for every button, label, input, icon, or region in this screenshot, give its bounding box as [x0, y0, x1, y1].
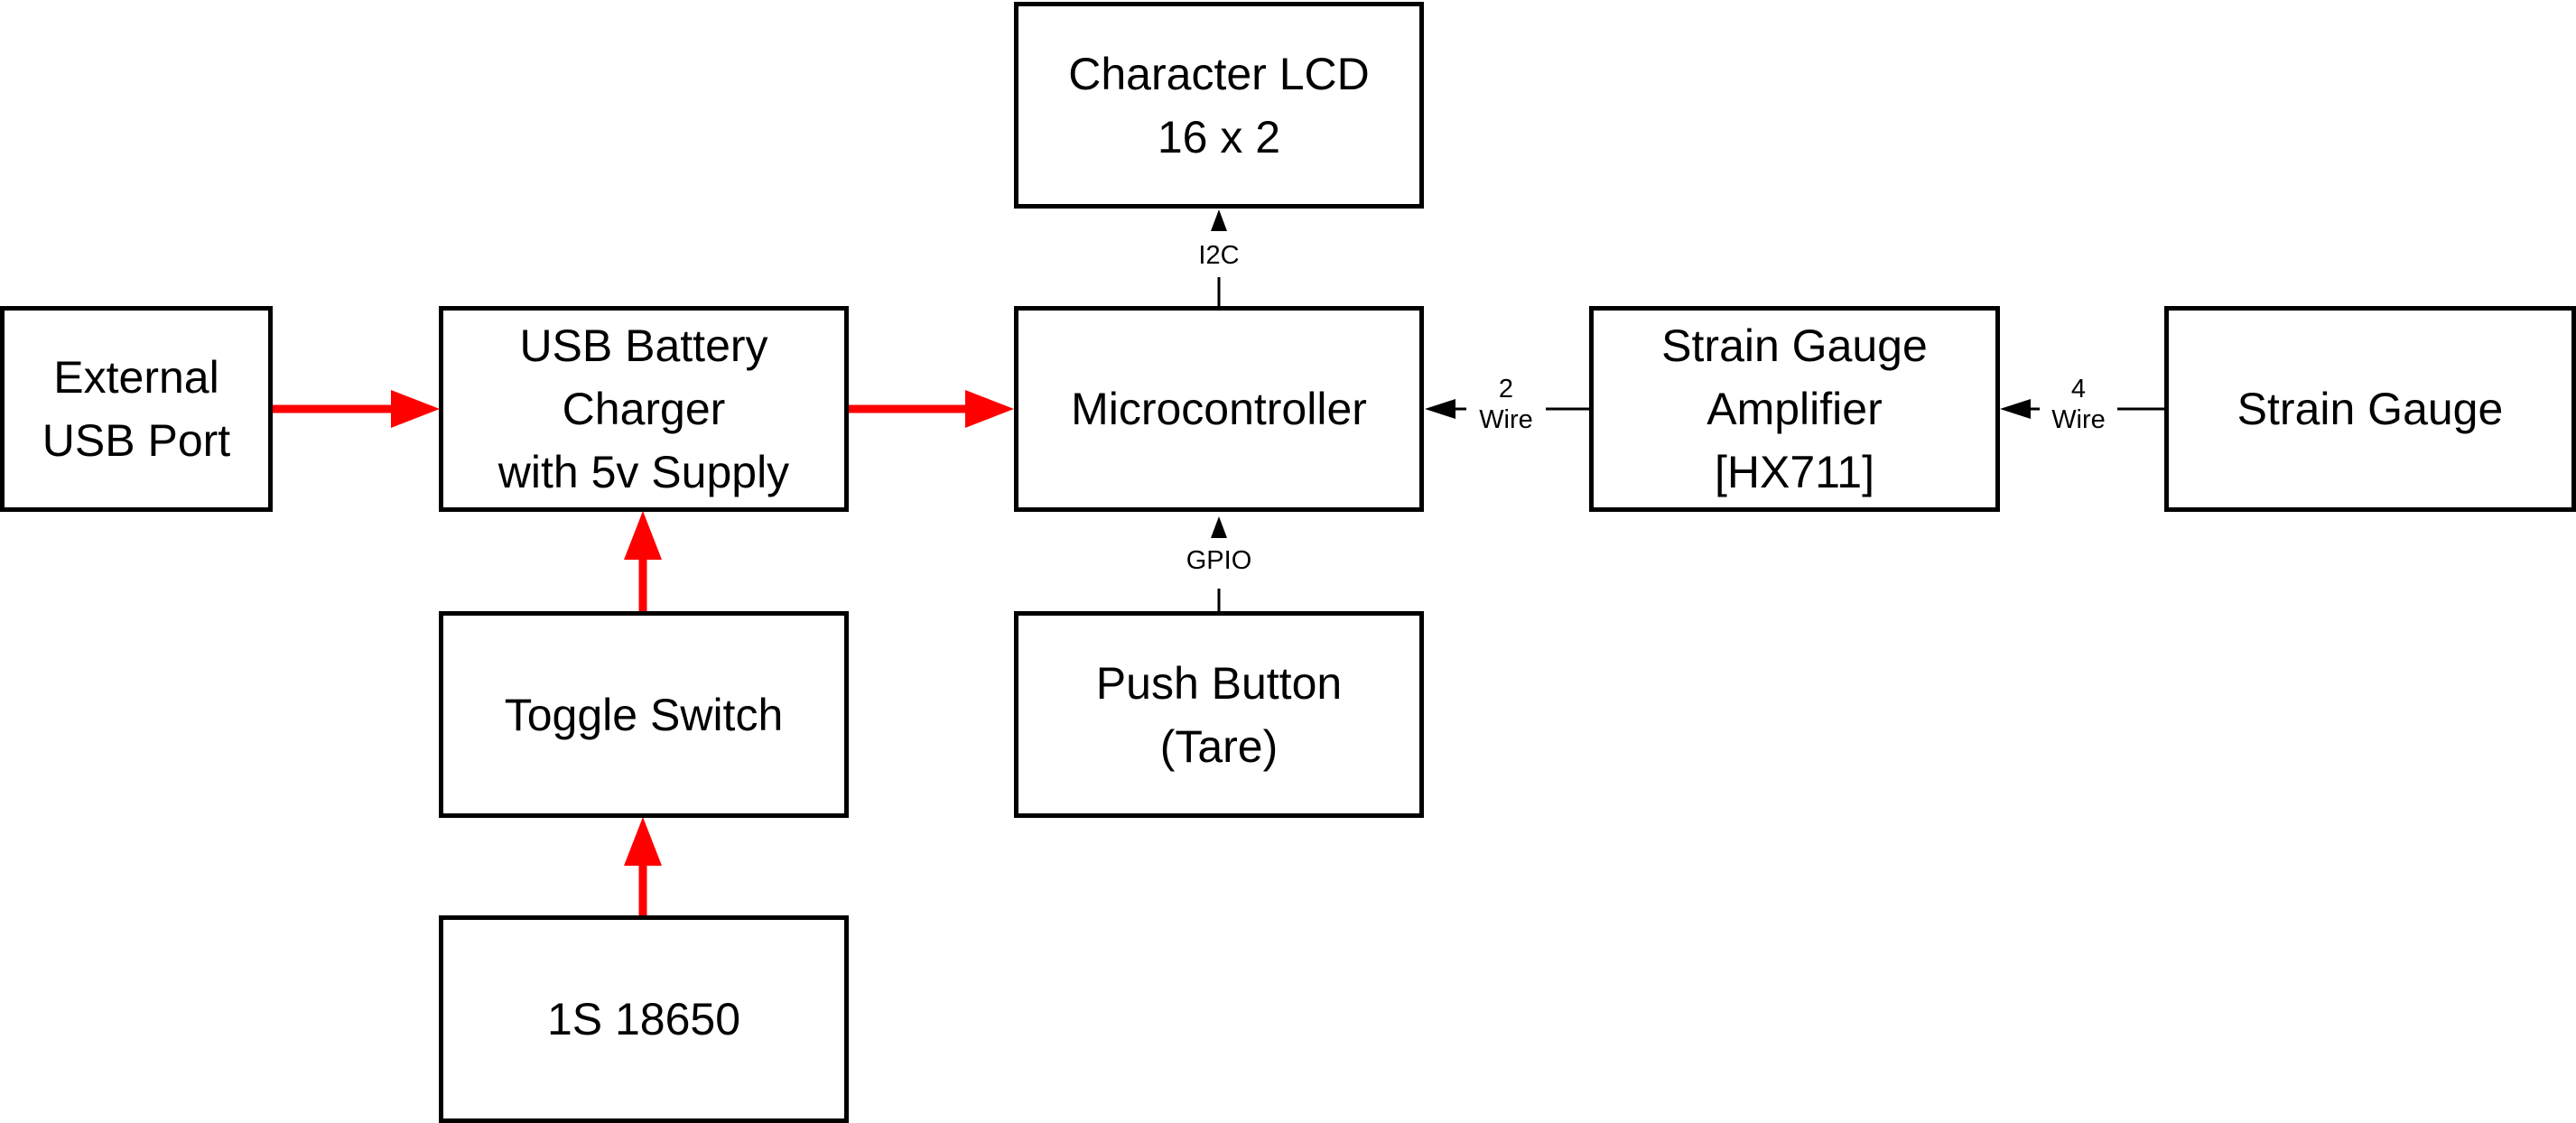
- block-label: 1S 18650: [546, 994, 741, 1044]
- block-character-lcd: Character LCD 16 x 2: [1014, 2, 1424, 209]
- block-microcontroller: Microcontroller: [1014, 306, 1424, 512]
- block-label: Character LCD 16 x 2: [1068, 48, 1370, 162]
- block-label: Push Button (Tare): [1095, 657, 1343, 772]
- block-strain-gauge: Strain Gauge: [2164, 306, 2576, 512]
- signal-link-button-to-microcontroller: [1211, 516, 1227, 611]
- block-label: Strain Gauge: [2237, 384, 2504, 434]
- block-label: USB Battery Charger with 5v Supply: [498, 320, 790, 497]
- block-label: Toggle Switch: [504, 689, 784, 740]
- block-external-usb-port: External USB Port: [0, 306, 273, 512]
- block-toggle-switch: Toggle Switch: [439, 611, 849, 818]
- label-gpio: GPIO: [1174, 545, 1264, 576]
- signal-link-amplifier-to-microcontroller: [1425, 399, 1591, 419]
- block-usb-battery-charger: USB Battery Charger with 5v Supply: [439, 306, 849, 512]
- block-label: Strain Gauge Amplifier [HX711]: [1661, 320, 1928, 497]
- block-label: Microcontroller: [1071, 384, 1367, 434]
- label-i2c: I2C: [1183, 240, 1255, 271]
- signal-link-microcontroller-to-lcd: [1211, 209, 1227, 306]
- block-push-button: Push Button (Tare): [1014, 611, 1424, 818]
- power-arrow-battery-to-switch: [624, 817, 662, 917]
- power-arrow-charger-to-microcontroller: [847, 390, 1014, 428]
- block-battery-18650: 1S 18650: [439, 915, 849, 1123]
- power-arrow-usb-to-charger: [271, 390, 440, 428]
- label-2-wire: 2 Wire: [1466, 374, 1546, 435]
- power-arrow-switch-to-charger: [624, 511, 662, 613]
- block-label: External USB Port: [42, 352, 231, 466]
- label-4-wire: 4 Wire: [2040, 374, 2117, 435]
- block-strain-gauge-amplifier: Strain Gauge Amplifier [HX711]: [1589, 306, 2000, 512]
